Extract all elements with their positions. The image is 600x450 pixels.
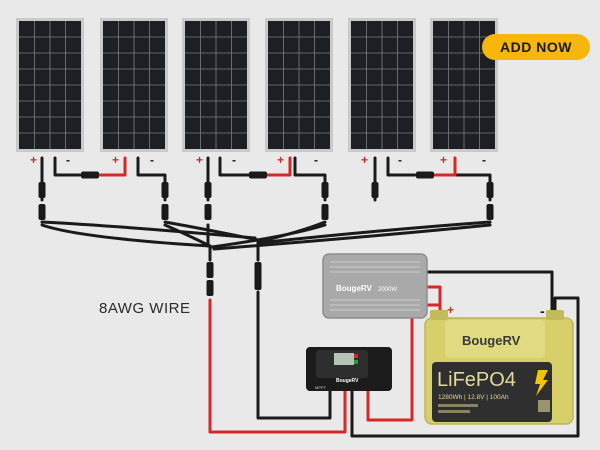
mc4-connector	[254, 274, 262, 290]
lightning-icon	[535, 370, 548, 396]
battery-positive-sign: +	[447, 303, 454, 317]
mc4-connector	[206, 262, 214, 278]
inverter-brand: BougeRV	[336, 284, 373, 293]
battery-fine-print	[438, 404, 478, 407]
trunk-negative-wire	[256, 290, 332, 420]
panel-cell-grid	[268, 21, 330, 149]
battery-negative-wire	[350, 296, 580, 438]
battery-spec: 1280Wh | 12.8V | 100Ah	[438, 394, 509, 401]
solar-panel	[265, 18, 333, 152]
mc4-connector	[486, 204, 494, 220]
mc4-connector	[204, 182, 212, 198]
panel-positive-sign: +	[277, 153, 284, 167]
panel-cell-grid	[351, 21, 413, 149]
mc4-connector	[38, 182, 46, 198]
panel-negative-sign: -	[66, 153, 70, 167]
add-now-button[interactable]: ADD NOW	[482, 34, 590, 60]
panel-negative-sign: -	[482, 153, 486, 167]
panel-cell-grid	[103, 21, 165, 149]
panel-positive-sign: +	[112, 153, 119, 167]
inverter-body	[322, 253, 428, 319]
mc4-connector	[204, 204, 212, 220]
wiring	[40, 156, 580, 438]
battery: BougeRV LiFePO4 1280Wh | 12.8V | 100Ah +…	[424, 303, 574, 425]
inverter-positive-wire	[426, 285, 442, 314]
battery-negative-post	[546, 310, 564, 320]
mc4-connector	[321, 204, 329, 220]
inverter-fins	[330, 261, 420, 311]
solar-panel	[182, 18, 250, 152]
panel-cell-grid	[433, 21, 495, 149]
panel-positive-sign: +	[196, 153, 203, 167]
mc4-connector	[161, 204, 169, 220]
mc4-connector	[161, 182, 169, 198]
panel-negative-sign: -	[232, 153, 236, 167]
wire-gauge-label: 8AWG WIRE	[99, 300, 191, 317]
solar-panels	[16, 18, 498, 152]
mc4-connector	[486, 182, 494, 198]
charge-controller: BougeRV MPPT	[306, 347, 392, 391]
inverter-negative-wire	[426, 270, 554, 312]
controller-lcd	[334, 353, 354, 365]
controller-led-green	[354, 360, 358, 364]
panel-lead-wires	[40, 156, 492, 202]
mc4-connectors	[38, 171, 494, 296]
battery-brand: BougeRV	[462, 333, 521, 348]
mc4-connector	[249, 171, 267, 179]
controller-label: MPPT	[315, 385, 327, 390]
panel-negative-sign: -	[398, 153, 402, 167]
mc4-connector	[38, 204, 46, 220]
panel-cell-grid	[19, 21, 81, 149]
panel-positive-sign: +	[30, 153, 37, 167]
solar-panel	[100, 18, 168, 152]
panel-negative-sign: -	[150, 153, 154, 167]
battery-chemistry: LiFePO4	[437, 369, 516, 391]
mc4-connector	[321, 182, 329, 198]
mc4-connector	[254, 262, 262, 278]
controller-brand: BougeRV	[336, 378, 359, 384]
solar-panel	[348, 18, 416, 152]
mc4-connector	[206, 280, 214, 296]
inverter: BougeRV 2000W	[322, 253, 428, 319]
battery-negative-sign: -	[540, 303, 545, 319]
inverter-model: 2000W	[378, 287, 397, 293]
mc4-connector	[371, 182, 379, 198]
panel-series-red	[98, 156, 457, 177]
panel-positive-sign: +	[361, 153, 368, 167]
battery-fine-print-2	[438, 410, 470, 413]
solar-panel	[16, 18, 84, 152]
panel-negative-sign: -	[314, 153, 318, 167]
mc4-connector	[81, 171, 99, 179]
harness-wires	[40, 220, 492, 262]
trunk-positive-wire	[208, 298, 347, 434]
mc4-connector	[416, 171, 434, 179]
controller-led-red	[354, 354, 358, 358]
panel-cell-grid	[185, 21, 247, 149]
panel-positive-sign: +	[440, 153, 447, 167]
battery-top-panel	[445, 320, 545, 358]
battery-positive-post	[430, 310, 448, 320]
cert-mark-icon	[538, 400, 550, 412]
panel-terminal-signs: + - + - + - + - + - + -	[30, 153, 486, 167]
